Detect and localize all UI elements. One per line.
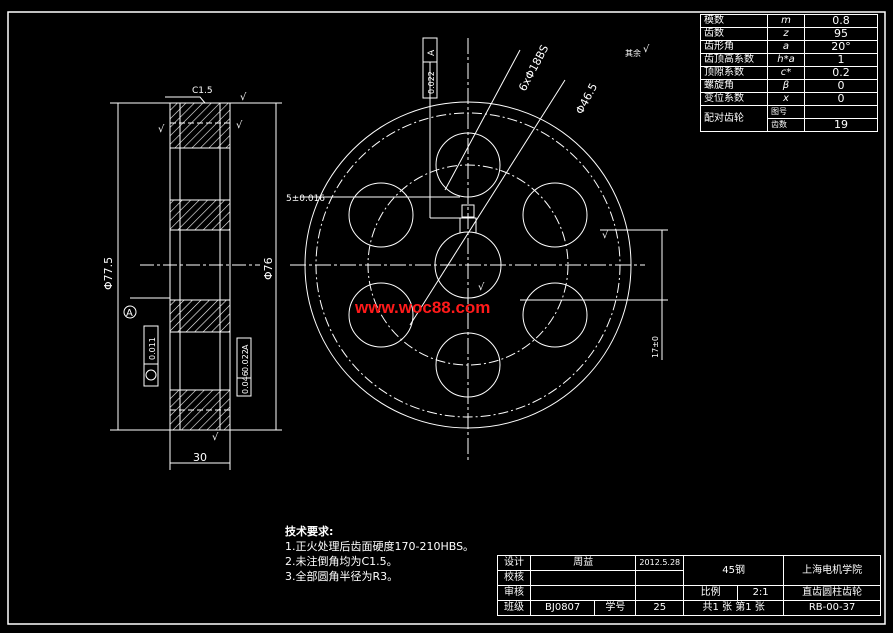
params-symbol: c* (767, 66, 805, 80)
params-label: 模数 (700, 14, 768, 28)
front-keyway-width: 5±0.016 (286, 194, 325, 204)
side-hatch-hub-top (169, 199, 231, 231)
params-symbol: h*a (767, 53, 805, 67)
front-tol-value: 0.022 (427, 71, 436, 94)
technical-notes: 技术要求: 1.正火处理后齿面硬度170-210HBS。 2.未注倒角均为C1.… (285, 524, 474, 584)
side-chamfer-label: C1.5 (192, 86, 213, 96)
side-hatch-hub-bot (169, 299, 231, 333)
params-value: 95 (804, 27, 878, 41)
params-label: 变位系数 (700, 92, 768, 106)
params-mating-label: 配对齿轮 (700, 105, 768, 132)
side-tol2-value: 0.046 (241, 371, 250, 394)
title-block: 设计 周益 2012.5.28 45钢 上海电机学院 校核 审核 比例 2:1 … (497, 555, 881, 616)
side-datum-label: A (126, 308, 133, 319)
front-hole (348, 282, 414, 348)
params-value: 0.2 (804, 66, 878, 80)
school: 上海电机学院 (783, 555, 881, 586)
params-value: 1 (804, 53, 878, 67)
params-label: 齿顶高系数 (700, 53, 768, 67)
watermark: www.woc88.com (355, 298, 491, 317)
params-label: 齿形角 (700, 40, 768, 54)
sheets: 共1 张 第1 张 (683, 600, 785, 616)
class: BJ0807 (529, 600, 596, 616)
params-value: 20° (804, 40, 878, 54)
front-rough-other: 其余 (625, 48, 641, 58)
params-label: 齿数 (700, 27, 768, 41)
scale: 2:1 (737, 585, 785, 601)
params-symbol: β (767, 79, 805, 93)
params-value: 0 (804, 79, 878, 93)
params-mating-sublabel: 图号 (767, 105, 805, 119)
student-id: 25 (635, 600, 685, 616)
scale-label: 比例 (683, 585, 739, 601)
front-tol-datum: A (427, 49, 437, 56)
side-hatch-top (169, 102, 231, 149)
front-view (290, 37, 668, 460)
review-label: 审核 (497, 585, 531, 601)
side-tol1-datum: A (241, 344, 250, 350)
check-label: 校核 (497, 570, 531, 586)
front-keyway-depth: 17±0 (651, 336, 660, 358)
notes-line: 1.正火处理后齿面硬度170-210HBS。 (285, 540, 475, 553)
side-rough-3: √ (236, 120, 243, 131)
notes-line: 2.未注倒角均为C1.5。 (285, 555, 398, 568)
notes-title: 技术要求: (285, 525, 334, 538)
designer: 周益 (529, 555, 637, 571)
side-outer-dim: Φ76 (262, 257, 275, 280)
params-mating-value (804, 105, 878, 119)
params-mating-value: 19 (804, 118, 878, 132)
params-mating-row: 配对齿轮图号 (700, 105, 878, 132)
side-bore-dim: Φ77.5 (102, 257, 115, 290)
params-value: 0.8 (804, 14, 878, 28)
side-runout-value: 0.011 (148, 337, 157, 360)
params-value: 0 (804, 92, 878, 106)
side-outline (169, 102, 231, 431)
notes-line: 3.全部圆角半径为R3。 (285, 570, 399, 583)
params-symbol: z (767, 27, 805, 41)
front-rough-3: √ (478, 282, 485, 293)
side-width-dim: 30 (193, 451, 207, 464)
drawing-number: RB-00-37 (783, 600, 881, 616)
front-rough-2: √ (602, 230, 609, 241)
params-symbol: a (767, 40, 805, 54)
side-rough-4: √ (212, 432, 219, 443)
side-tol1-value: 0.022 (241, 349, 250, 372)
side-datum-a: A (123, 305, 137, 319)
params-symbol: x (767, 92, 805, 106)
class-label: 班级 (497, 600, 531, 616)
front-holes-dim: 6xΦ18BS (516, 43, 551, 94)
side-rough-2: √ (158, 124, 165, 135)
front-rough-1: √ (643, 44, 650, 55)
params-mating-sublabel: 齿数 (767, 118, 805, 132)
front-hole (522, 282, 588, 348)
id-label: 学号 (594, 600, 637, 616)
front-pcd-dim: Φ46.5 (573, 81, 600, 116)
side-view (110, 96, 282, 470)
front-hole (348, 182, 414, 248)
drawing-border (7, 11, 886, 625)
part-name: 直齿圆柱齿轮 (783, 585, 881, 601)
material: 45钢 (683, 555, 785, 586)
design-label: 设计 (497, 555, 531, 571)
design-date: 2012.5.28 (635, 555, 685, 571)
front-hole (522, 182, 588, 248)
params-label: 螺旋角 (700, 79, 768, 93)
side-rough-1: √ (240, 92, 247, 103)
params-symbol: m (767, 14, 805, 28)
params-label: 顶隙系数 (700, 66, 768, 80)
